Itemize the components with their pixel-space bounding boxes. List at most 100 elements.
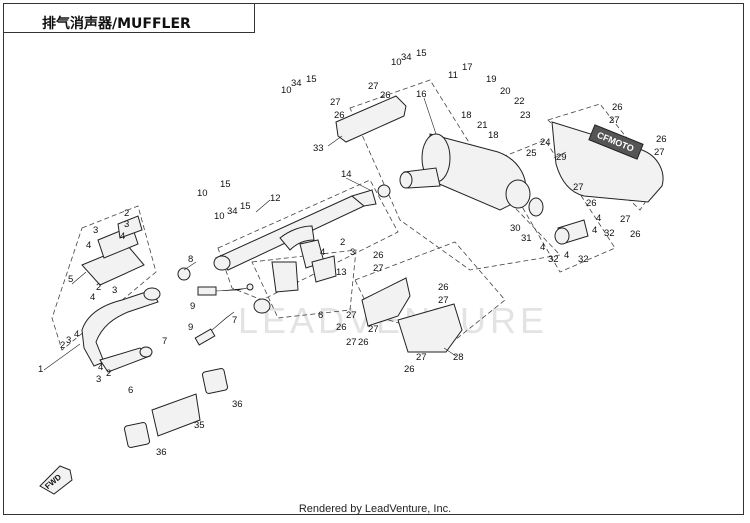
muffler-body <box>399 133 531 211</box>
callout-13: 13 <box>336 267 347 278</box>
callout-3-f: 3 <box>350 247 355 258</box>
front-pipe-group <box>217 179 399 301</box>
callout-21: 21 <box>477 120 488 131</box>
oxygen-sensor-lower <box>194 311 235 346</box>
callout-23: 23 <box>520 110 531 121</box>
callout-2-d: 2 <box>106 368 111 379</box>
gasket-30 <box>528 197 544 217</box>
callout-18-a: 18 <box>461 110 472 121</box>
callout-9-lower: 9 <box>188 322 193 333</box>
callout-9-upper: 9 <box>190 301 195 312</box>
callout-27-l: 27 <box>416 352 427 363</box>
callout-27-j: 27 <box>346 337 357 348</box>
callout-27-k: 27 <box>438 295 449 306</box>
callout-4-f: 4 <box>320 247 325 258</box>
oxygen-sensor-upper <box>197 283 254 296</box>
callout-26-e: 26 <box>586 198 597 209</box>
callout-27-f: 27 <box>620 214 631 225</box>
gasket-36-lower <box>124 422 150 448</box>
callout-10-d: 10 <box>214 211 225 222</box>
callout-27-c: 27 <box>609 115 620 126</box>
callout-26-a: 26 <box>380 90 391 101</box>
callout-2-a: 2 <box>124 208 129 219</box>
callout-19: 19 <box>486 74 497 85</box>
callout-17: 17 <box>462 62 473 73</box>
muffler-cover: CFMOTO <box>551 121 664 203</box>
bracket-6 <box>271 261 299 293</box>
callout-5: 5 <box>68 274 73 285</box>
callout-36-lower: 36 <box>156 447 167 458</box>
callout-10-c: 10 <box>197 188 208 199</box>
group-outlines <box>51 79 661 351</box>
gasket-36-upper <box>202 368 228 394</box>
callout-32-b: 32 <box>548 254 559 265</box>
callout-32-c: 32 <box>578 254 589 265</box>
callout-3-a: 3 <box>124 219 129 230</box>
callout-4-a: 4 <box>120 231 125 242</box>
callout-20: 20 <box>500 86 511 97</box>
fwd-arrow: FWD <box>39 465 73 495</box>
callout-labels: 1 5 8 9 9 7 7 6 6 12 13 14 16 33 29 30 3… <box>38 48 667 458</box>
callout-18-b: 18 <box>488 130 499 141</box>
callout-27-h: 27 <box>346 310 357 321</box>
callout-26-k: 26 <box>404 364 415 375</box>
callout-15-b: 15 <box>416 48 427 59</box>
callout-26-g: 26 <box>373 250 384 261</box>
callout-16: 16 <box>416 89 427 100</box>
front-pipe <box>213 189 377 271</box>
callout-26-i: 26 <box>358 337 369 348</box>
callout-4-b: 4 <box>86 240 91 251</box>
callout-4-j: 4 <box>564 250 569 261</box>
callout-32-a: 32 <box>604 228 615 239</box>
callout-4-h: 4 <box>592 225 597 236</box>
bracket-13 <box>299 239 337 283</box>
callout-34-a: 34 <box>291 78 302 89</box>
gasket-14 <box>377 184 391 198</box>
callout-34-c: 34 <box>227 206 238 217</box>
footer-credit: Rendered by LeadVenture, Inc. <box>298 503 452 515</box>
callout-7-right: 7 <box>232 315 237 326</box>
heat-shield-rear <box>335 95 407 143</box>
callout-26-j: 26 <box>438 282 449 293</box>
callout-27-g: 27 <box>373 263 384 274</box>
callout-4-i: 4 <box>540 242 545 253</box>
callout-26-b: 26 <box>334 110 345 121</box>
callout-10-a: 10 <box>281 85 292 96</box>
page-title: 排气消声器/MUFFLER <box>42 16 191 32</box>
callout-30: 30 <box>510 223 521 234</box>
callout-3-c: 3 <box>112 285 117 296</box>
callout-36-upper: 36 <box>232 399 243 410</box>
callout-7-left: 7 <box>162 336 167 347</box>
callout-27-d: 27 <box>654 147 665 158</box>
callout-2-e: 2 <box>340 237 345 248</box>
title-box: 排气消声器/MUFFLER <box>3 3 255 33</box>
callout-33: 33 <box>313 143 324 154</box>
callout-3-b: 3 <box>93 225 98 236</box>
callout-26-h: 26 <box>336 322 347 333</box>
callout-11: 11 <box>448 70 458 81</box>
callout-15-d: 15 <box>240 201 251 212</box>
callout-2-c: 2 <box>60 340 65 351</box>
callout-27-i: 27 <box>368 324 379 335</box>
muffler-group <box>349 79 561 271</box>
callout-24: 24 <box>540 137 551 148</box>
callout-27-a: 27 <box>368 81 379 92</box>
gasket-7 <box>253 298 271 314</box>
callout-6-left: 6 <box>128 385 133 396</box>
bracket-group <box>251 249 357 319</box>
callout-8: 8 <box>188 254 193 265</box>
callout-15-a: 15 <box>306 74 317 85</box>
diagram-frame <box>3 3 744 515</box>
callout-25: 25 <box>526 148 537 159</box>
callout-10-b: 10 <box>391 57 402 68</box>
callout-26-d: 26 <box>656 134 667 145</box>
insulation-35 <box>151 393 201 437</box>
callout-3-e: 3 <box>96 374 101 385</box>
callout-4-g: 4 <box>596 213 601 224</box>
callout-26-c: 26 <box>612 102 623 113</box>
callout-29: 29 <box>556 152 567 163</box>
callout-34-b: 34 <box>401 52 412 63</box>
callout-2-b: 2 <box>96 282 101 293</box>
callout-15-c: 15 <box>220 179 231 190</box>
